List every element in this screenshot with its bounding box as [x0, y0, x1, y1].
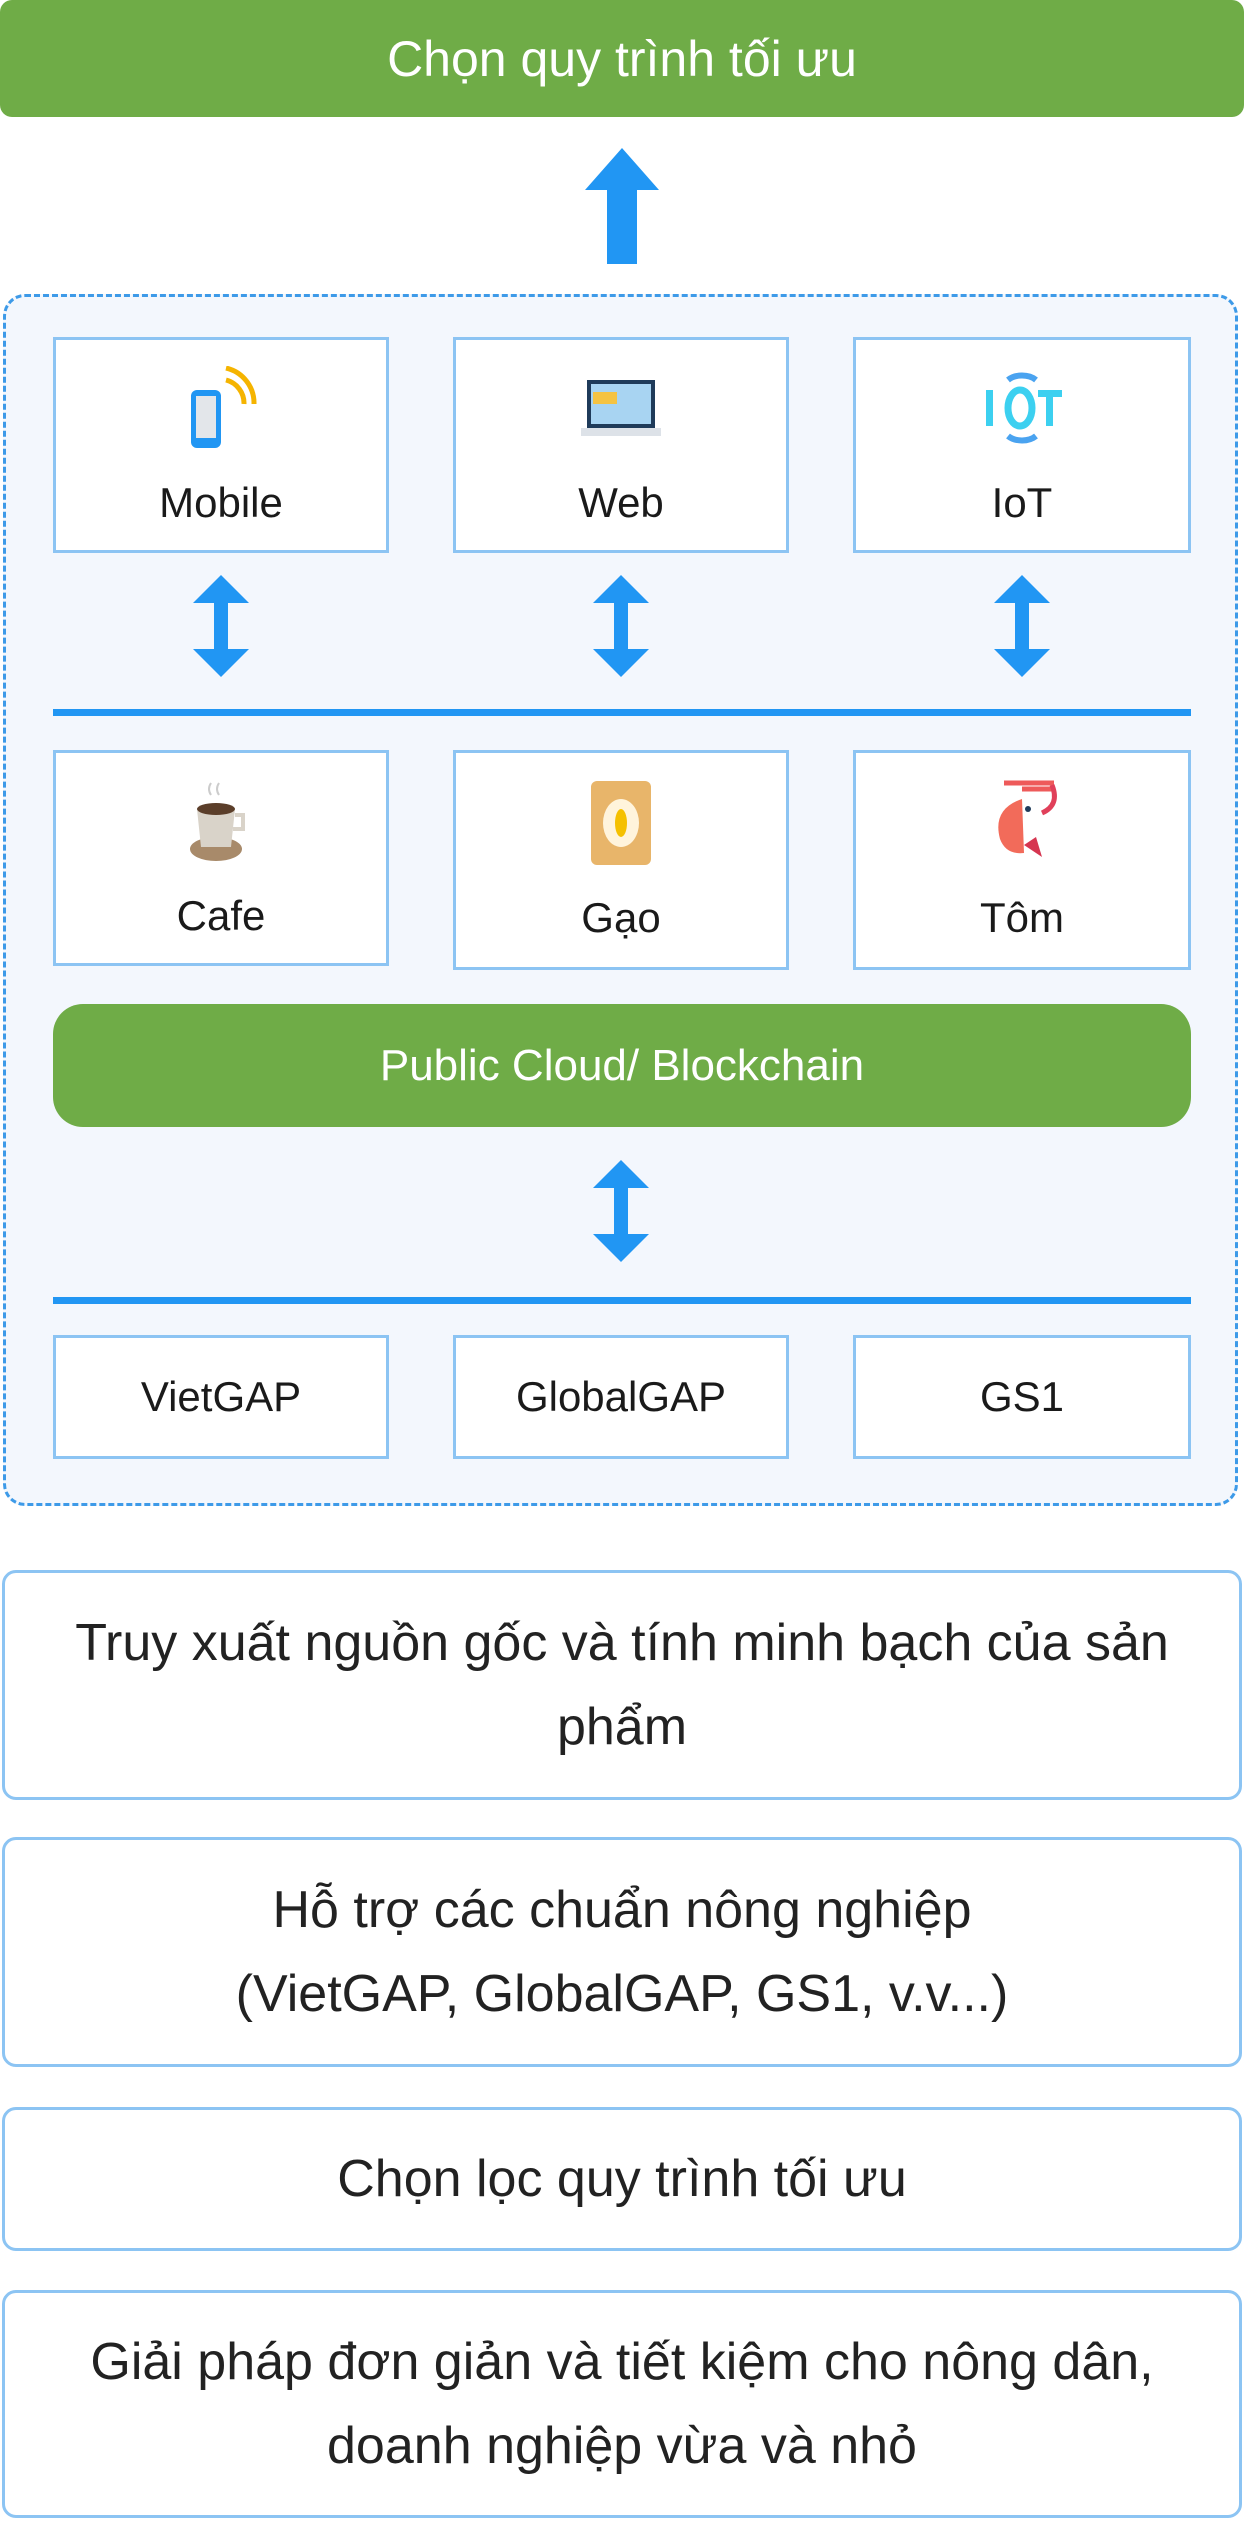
product-label: Cafe	[176, 892, 266, 939]
product-label: Tôm	[980, 894, 1064, 941]
benefit-card: Hỗ trợ các chuẩn nông nghiệp (VietGAP, G…	[2, 1837, 1242, 2067]
benefit-text: Hỗ trợ các chuẩn nông nghiệp (VietGAP, G…	[235, 1881, 1009, 2023]
benefit-card: Truy xuất nguồn gốc và tính minh bạch củ…	[2, 1570, 1242, 1800]
product-label: Gạo	[581, 894, 661, 941]
platform-label: Mobile	[159, 479, 283, 526]
up-arrow-icon	[585, 148, 659, 264]
top-title: Chọn quy trình tối ưu	[387, 30, 857, 87]
benefit-text: Chọn lọc quy trình tối ưu	[337, 2150, 907, 2208]
benefit-text: Truy xuất nguồn gốc và tính minh bạch củ…	[75, 1614, 1169, 1756]
double-arrow-icon	[593, 575, 649, 677]
shrimp-icon	[977, 778, 1067, 868]
cloud-label: Public Cloud/ Blockchain	[379, 1040, 865, 1090]
divider-line	[53, 709, 1191, 716]
standard-label: GlobalGAP	[515, 1373, 727, 1420]
rice-sack-icon	[576, 778, 666, 868]
platform-web: Web	[453, 337, 789, 553]
double-arrow-icon	[593, 1160, 649, 1262]
platform-label: IoT	[991, 479, 1053, 526]
double-arrow-icon	[193, 575, 249, 677]
standard-label: GS1	[979, 1373, 1065, 1420]
mobile-signal-icon	[176, 363, 266, 453]
standard-label: VietGAP	[140, 1373, 302, 1420]
iot-icon	[977, 363, 1067, 453]
benefit-text: Giải pháp đơn giản và tiết kiệm cho nông…	[90, 2333, 1154, 2475]
product-cafe: Cafe	[53, 750, 389, 966]
platform-label: Web	[578, 479, 664, 526]
double-arrow-icon	[994, 575, 1050, 677]
standard-globalgap: GlobalGAP	[453, 1335, 789, 1459]
divider-line	[53, 1297, 1191, 1304]
coffee-cup-icon	[176, 776, 266, 866]
public-cloud-blockchain-bar: Public Cloud/ Blockchain	[53, 1004, 1191, 1127]
product-tom: Tôm	[853, 750, 1191, 970]
standard-vietgap: VietGAP	[53, 1335, 389, 1459]
platform-mobile: Mobile	[53, 337, 389, 553]
benefit-card: Chọn lọc quy trình tối ưu	[2, 2107, 1242, 2251]
benefit-card: Giải pháp đơn giản và tiết kiệm cho nông…	[2, 2290, 1242, 2518]
standard-gs1: GS1	[853, 1335, 1191, 1459]
product-gao: Gạo	[453, 750, 789, 970]
web-monitor-icon	[576, 363, 666, 453]
platform-iot: IoT	[853, 337, 1191, 553]
top-title-bar: Chọn quy trình tối ưu	[0, 0, 1244, 117]
